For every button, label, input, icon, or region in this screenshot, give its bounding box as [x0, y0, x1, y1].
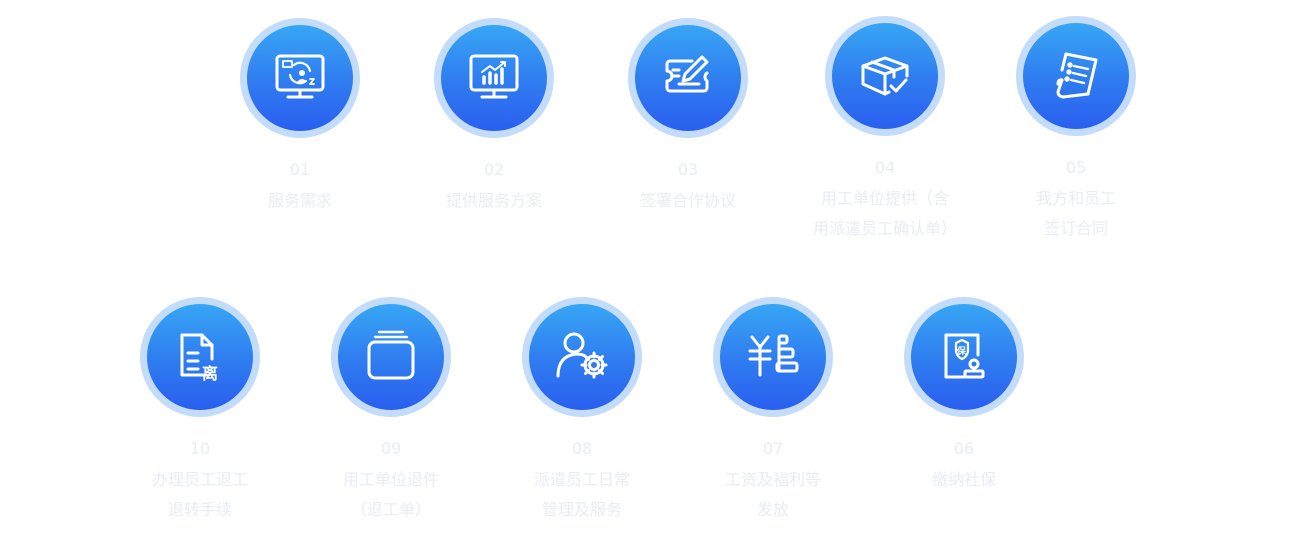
step-07: 07 工资及福利等 发放: [663, 297, 883, 525]
step-disc: [441, 25, 547, 131]
step-disc: [338, 304, 444, 410]
step-number: 09: [380, 439, 402, 458]
salary-yen-icon: [748, 334, 799, 377]
monitor-chart-icon: [469, 54, 519, 99]
step-label-line: 我方和员工: [1035, 189, 1116, 208]
user-gear-icon: [556, 332, 608, 379]
step-02: 02 提供服务方案: [384, 18, 604, 216]
step-number: 04: [874, 158, 896, 177]
monitor-user-sync-icon: [275, 54, 325, 99]
step-ring: [522, 297, 642, 417]
step-04: 04 用工单位提供（含 用派遣员工确认单）: [775, 16, 995, 244]
step-ring: [240, 18, 360, 138]
step-number: 10: [189, 439, 211, 458]
step-09: 09 用工单位退件 （退工单）: [281, 297, 501, 525]
step-label: 工资及福利等 发放: [663, 465, 883, 525]
resignation-doc-icon: 离: [180, 333, 218, 383]
step-number: 08: [571, 439, 593, 458]
step-number: 01: [289, 160, 311, 179]
step-disc: 离: [147, 304, 253, 410]
step-03: 03 签署合作协议: [578, 18, 798, 216]
step-label-line: 派遣员工日常: [533, 470, 630, 489]
step-06: 保 06 缴纳社保: [854, 297, 1074, 495]
step-disc: 保: [911, 304, 1017, 410]
insurance-stamp-icon: 保: [944, 333, 985, 379]
step-disc: [529, 304, 635, 410]
step-label: 我方和员工 签订合同: [966, 184, 1186, 244]
step-ring: 离: [140, 297, 260, 417]
step-label: 服务需求: [267, 191, 332, 210]
step-label-line: 退转手续: [167, 500, 232, 519]
step-label: 用工单位退件 （退工单）: [281, 465, 501, 525]
step-label: 签署合作协议: [639, 191, 736, 210]
step-disc: [635, 25, 741, 131]
ticket-pen-icon: [665, 55, 709, 93]
step-ring: [628, 18, 748, 138]
step-label: 提供服务方案: [445, 191, 542, 210]
step-10: 离 10 办理员工退工 退转手续: [90, 297, 310, 525]
step-disc: [720, 304, 826, 410]
step-ring: [1016, 16, 1136, 136]
step-label: 用工单位提供（含 用派遣员工确认单）: [775, 184, 995, 244]
step-disc: [247, 25, 353, 131]
step-label-line: 发放: [756, 500, 789, 519]
step-disc: [832, 23, 938, 129]
step-label-line: （退工单）: [350, 500, 431, 519]
step-label-line: 签订合同: [1043, 219, 1108, 238]
step-label-line: 用派遣员工确认单）: [812, 219, 957, 238]
box-check-icon: [861, 56, 909, 96]
step-ring: [331, 297, 451, 417]
svg-text:离: 离: [202, 364, 218, 383]
step-ring: 保: [904, 297, 1024, 417]
step-label-line: 工资及福利等: [724, 470, 821, 489]
step-01: 01 服务需求: [190, 18, 410, 216]
step-label-line: 管理及服务: [541, 500, 622, 519]
step-label: 办理员工退工 退转手续: [90, 465, 310, 525]
step-08: 08 派遣员工日常 管理及服务: [472, 297, 692, 525]
svg-text:保: 保: [956, 345, 967, 357]
step-number: 06: [953, 439, 975, 458]
step-disc: [1023, 23, 1129, 129]
step-number: 03: [677, 160, 699, 179]
stacked-cards-icon: [367, 330, 415, 380]
step-number: 07: [762, 439, 784, 458]
step-label-line: 用工单位提供（含: [820, 189, 949, 208]
step-ring: [825, 16, 945, 136]
step-label-line: 用工单位退件: [342, 470, 439, 489]
step-label: 缴纳社保: [931, 470, 996, 489]
step-label-line: 办理员工退工: [151, 470, 248, 489]
step-number: 02: [483, 160, 505, 179]
step-ring: [713, 297, 833, 417]
contract-scroll-icon: [1056, 52, 1098, 99]
step-ring: [434, 18, 554, 138]
step-05: 05 我方和员工 签订合同: [966, 16, 1186, 244]
step-label: 派遣员工日常 管理及服务: [472, 465, 692, 525]
step-number: 05: [1065, 158, 1087, 177]
